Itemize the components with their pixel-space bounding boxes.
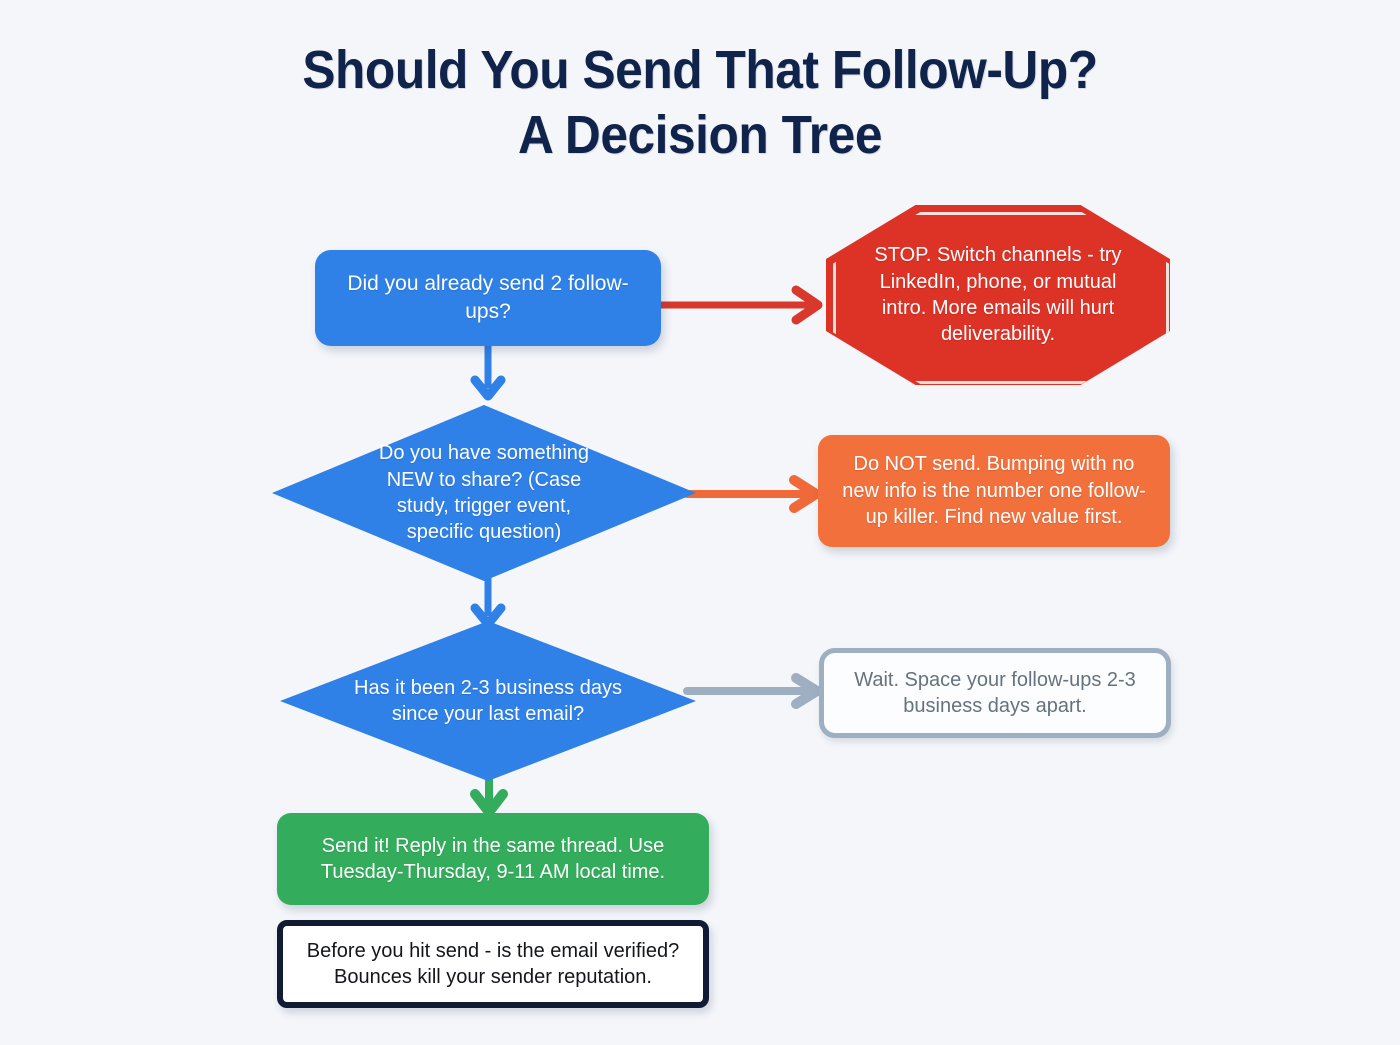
connector-q1-to-stop xyxy=(655,285,835,325)
page-title-line-2: A Decision Tree xyxy=(517,104,883,165)
node-label: Did you already send 2 follow-ups? xyxy=(347,272,629,323)
node-question-already-sent-two-followups[interactable]: Did you already send 2 follow-ups? xyxy=(315,250,661,346)
connector-q3-to-wait xyxy=(683,673,833,709)
node-question-business-days-since-last-email[interactable]: Has it been 2-3 business days since your… xyxy=(280,621,696,781)
node-label: Do you have something NEW to share? (Cas… xyxy=(378,442,590,544)
node-label: Do NOT send. Bumping with no new info is… xyxy=(842,453,1146,529)
page-title: Should You Send That Follow-Up? A Decisi… xyxy=(56,38,1344,168)
node-label: Wait. Space your follow-ups 2-3 business… xyxy=(854,668,1136,717)
connector-q2-to-donot xyxy=(683,475,833,513)
node-label: Has it been 2-3 business days since your… xyxy=(354,676,622,725)
octagon-inner-border xyxy=(833,212,1169,384)
node-outcome-send-it[interactable]: Send it! Reply in the same thread. Use T… xyxy=(277,813,709,905)
node-label: Before you hit send - is the email verif… xyxy=(306,939,680,988)
node-outcome-do-not-send[interactable]: Do NOT send. Bumping with no new info is… xyxy=(818,435,1170,547)
connector-q1-to-q2 xyxy=(470,342,506,404)
node-question-something-new-to-share[interactable]: Do you have something NEW to share? (Cas… xyxy=(272,405,696,581)
node-outcome-stop-switch-channels[interactable]: STOP. Switch channels - try LinkedIn, ph… xyxy=(826,205,1170,385)
node-callout-verify-email-before-sending[interactable]: Before you hit send - is the email verif… xyxy=(277,920,709,1008)
node-label: Send it! Reply in the same thread. Use T… xyxy=(320,834,666,883)
node-label: STOP. Switch channels - try LinkedIn, ph… xyxy=(874,244,1122,346)
page-title-line-1: Should You Send That Follow-Up? xyxy=(302,40,1098,100)
node-outcome-wait-space-followups[interactable]: Wait. Space your follow-ups 2-3 business… xyxy=(819,648,1171,738)
